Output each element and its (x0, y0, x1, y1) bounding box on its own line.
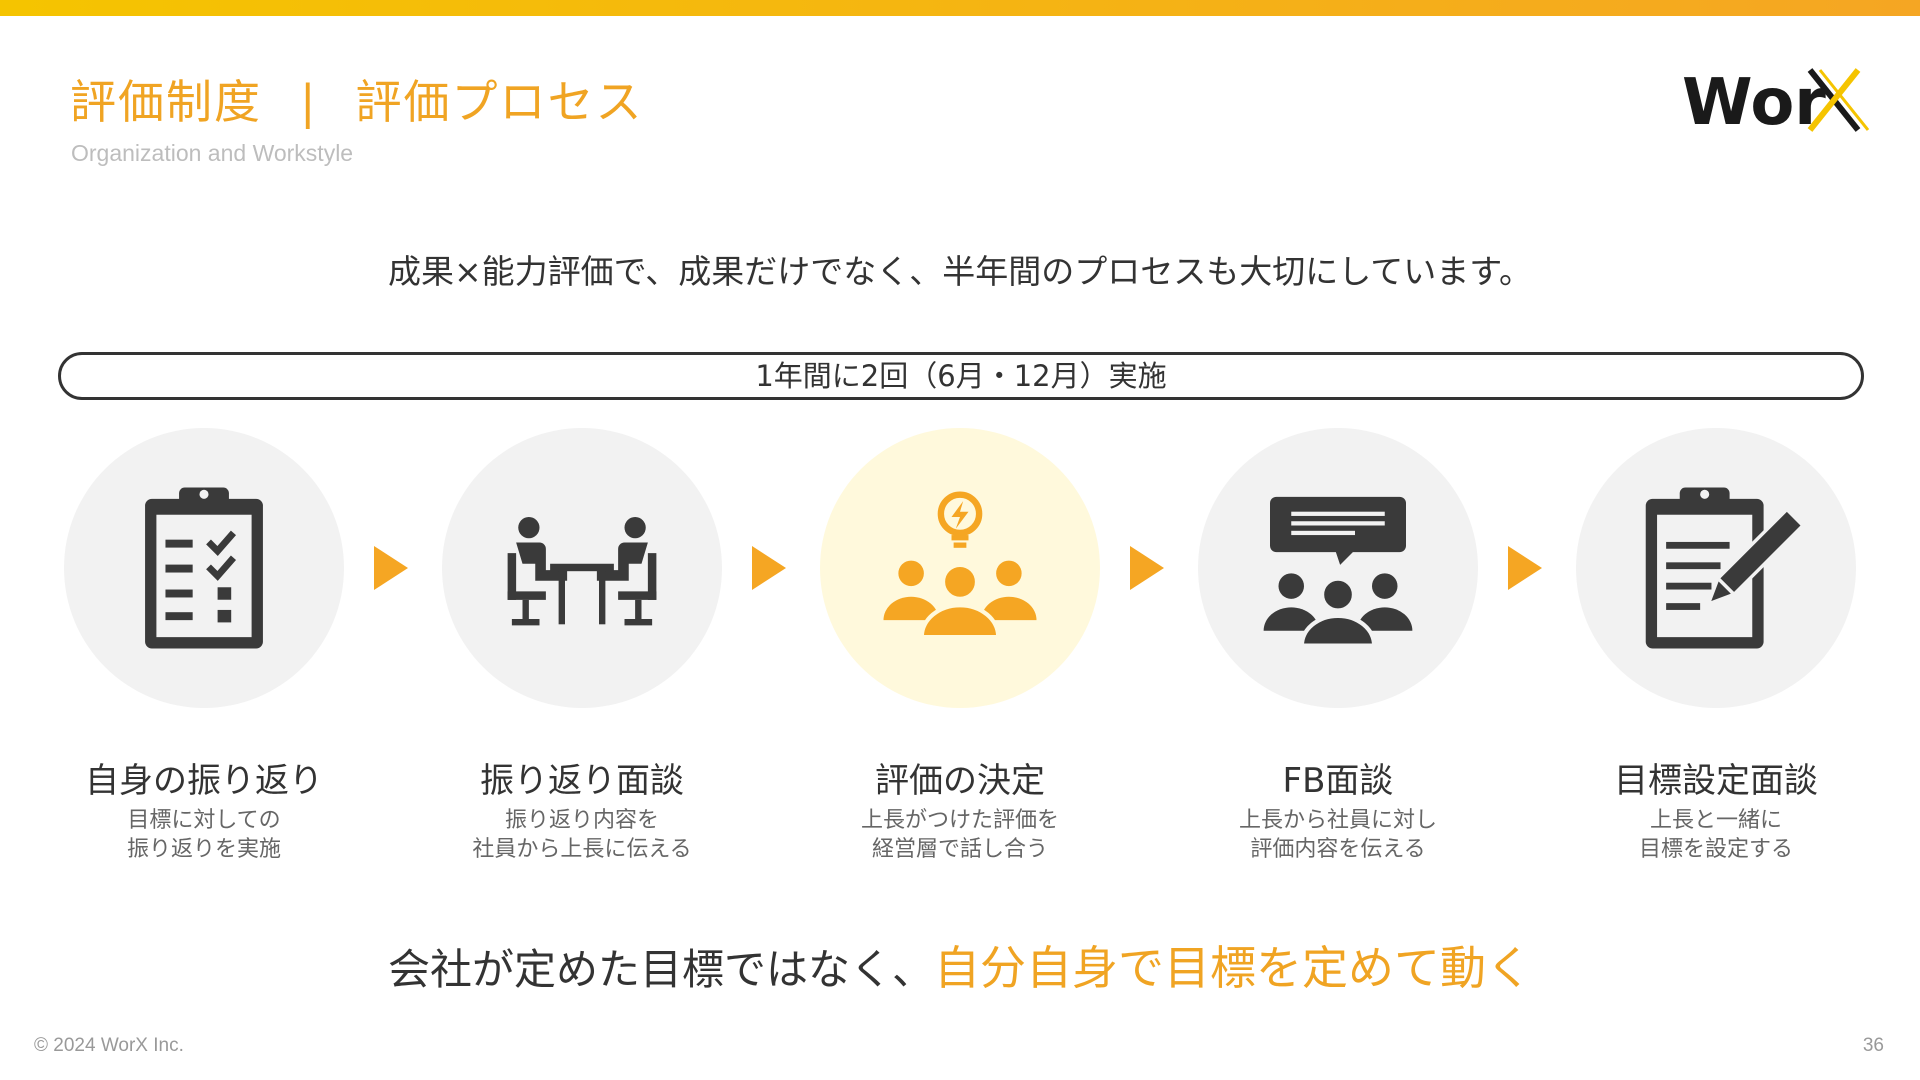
team-chat-icon (1263, 496, 1413, 648)
step-icon-circle (1198, 428, 1478, 708)
clipboard-checklist-icon (145, 487, 263, 649)
step-title: FB面談 (1282, 761, 1394, 801)
title-topic: 評価プロセス (355, 75, 644, 129)
step-description: 振り返り内容を 社員から上長に伝える (402, 806, 762, 864)
step-icon-circle (64, 428, 344, 708)
step-desc-line: 経営層で話し合う (871, 837, 1048, 862)
logo-x-mark (1807, 68, 1870, 132)
clipboard-pen-icon (1645, 487, 1801, 649)
title-category: 評価制度 (70, 75, 262, 129)
logo-text: Wor (1682, 66, 1826, 140)
process-step-review-meeting: 振り返り面談 振り返り内容を 社員から上長に伝える (442, 428, 722, 862)
arrow-right-icon (1130, 546, 1164, 590)
worx-logo: Wor (1682, 66, 1870, 140)
top-accent-bar (0, 0, 1920, 16)
step-desc-line: 評価内容を伝える (1250, 837, 1426, 862)
step-desc-line: 振り返りを実施 (126, 837, 281, 862)
process-step-evaluation-decision: 評価の決定 上長がつけた評価を 経営層で話し合う (820, 428, 1100, 862)
step-icon-circle (1576, 428, 1856, 708)
page-title: 評価制度 | 評価プロセス (70, 66, 644, 132)
closing-message: 会社が定めた目標ではなく、自分自身で目標を定めて動く (0, 932, 1920, 998)
step-title: 評価の決定 (875, 761, 1045, 801)
step-desc-line: 上長がつけた評価を (860, 808, 1059, 833)
arrow-right-icon (374, 546, 408, 590)
step-desc-line: 社員から上長に伝える (472, 837, 692, 862)
step-description: 目標に対しての 振り返りを実施 (24, 806, 384, 864)
step-description: 上長と一緒に 目標を設定する (1536, 806, 1896, 864)
page-number: 36 (1862, 1035, 1884, 1056)
step-description: 上長がつけた評価を 経営層で話し合う (780, 806, 1140, 864)
arrow-right-icon (1508, 546, 1542, 590)
page-subtitle: Organization and Workstyle (71, 140, 354, 166)
closing-message-accent: 自分自身で目標を定めて動く (934, 941, 1532, 995)
frequency-banner: 1年間に2回（6月・12月）実施 (58, 352, 1864, 400)
copyright: © 2024 WorX Inc. (34, 1035, 184, 1056)
step-desc-line: 上長と一緒に (1649, 808, 1782, 833)
arrow-right-icon (752, 546, 786, 590)
step-title: 振り返り面談 (480, 761, 684, 801)
step-desc-line: 上長から社員に対し (1238, 808, 1437, 833)
step-description: 上長から社員に対し 評価内容を伝える (1158, 806, 1518, 864)
process-step-self-review: 自身の振り返り 目標に対しての 振り返りを実施 (64, 428, 344, 862)
step-icon-circle-highlighted (820, 428, 1100, 708)
step-icon-circle (442, 428, 722, 708)
process-step-feedback-meeting: FB面談 上長から社員に対し 評価内容を伝える (1198, 428, 1478, 862)
step-desc-line: 目標を設定する (1638, 837, 1793, 862)
step-desc-line: 振り返り内容を (504, 808, 659, 833)
step-title: 目標設定面談 (1614, 761, 1818, 801)
lead-statement: 成果×能力評価で、成果だけでなく、半年間のプロセスも大切にしています。 (387, 252, 1533, 291)
team-idea-icon (883, 491, 1037, 640)
step-desc-line: 目標に対しての (127, 808, 281, 833)
title-separator: | (300, 75, 318, 129)
step-title: 自身の振り返り (85, 761, 323, 801)
closing-message-plain: 会社が定めた目標ではなく、 (387, 945, 934, 994)
process-step-goal-setting-meeting: 目標設定面談 上長と一緒に 目標を設定する (1576, 428, 1856, 862)
meeting-table-icon (507, 517, 657, 626)
